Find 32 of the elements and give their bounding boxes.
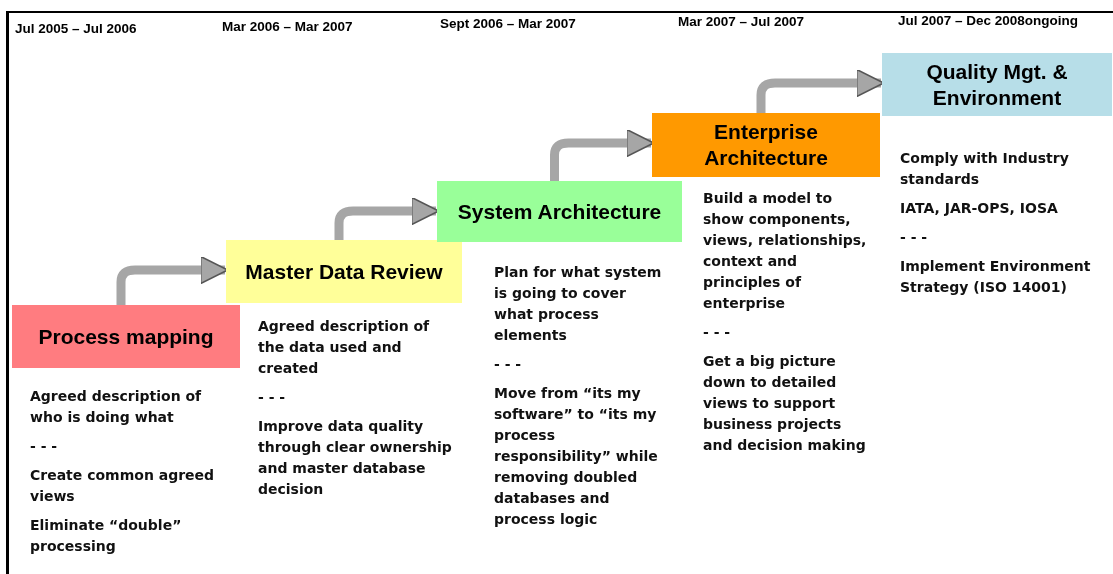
date-label: Jul 2005 – Jul 2006: [15, 21, 137, 36]
date-label: Mar 2007 – Jul 2007: [678, 14, 805, 29]
description-text: Build a model to show components, views, relationships, context and principles of enterprise: [703, 189, 868, 313]
date-label: Mar 2006 – Mar 2007: [222, 19, 353, 34]
stage-title: Quality Mgt. & Environment: [925, 58, 1069, 111]
date-label: Jul 2007 – Dec 2008ongoing: [898, 13, 1079, 28]
stage-box: [437, 181, 682, 242]
description-text: - - -: [30, 437, 59, 456]
description-text: Create common agreed views: [30, 466, 216, 506]
stage-box: [12, 305, 240, 368]
stage-title: Process mapping: [38, 323, 214, 350]
stage-title: Enterprise Architecture: [703, 119, 829, 171]
stage-box: [226, 240, 462, 303]
description-text: Implement Environment Strategy (ISO 14001): [900, 257, 1092, 297]
description-text: IATA, JAR-OPS, IOSA: [900, 199, 1059, 218]
description-text: Agreed description of the data used and created: [258, 317, 431, 378]
description-text: Comply with Industry standards: [900, 149, 1070, 189]
description-text: - - -: [494, 355, 523, 374]
description-text: Plan for what system is going to cover what process elements: [494, 263, 663, 345]
description-text: Eliminate “double” processing: [30, 516, 183, 556]
description-text: Move from “its my software” to “its my process responsibility” while removing doubled databases and process logic: [494, 384, 659, 529]
stage-title: System Architecture: [457, 198, 662, 225]
description-text: - - -: [258, 388, 287, 407]
date-label: Sept 2006 – Mar 2007: [440, 16, 576, 31]
stage-box: [652, 113, 880, 177]
description-text: Agreed description of who is doing what: [30, 387, 203, 427]
stage-title: Master Data Review: [245, 258, 443, 285]
description-text: - - -: [900, 228, 929, 247]
description-text: - - -: [703, 323, 732, 342]
description-text: Get a big picture down to detailed views to support business projects and decision making: [703, 352, 867, 455]
description-text: Improve data quality through clear ownership and master database decision: [258, 417, 453, 499]
stage-box: [882, 53, 1112, 116]
